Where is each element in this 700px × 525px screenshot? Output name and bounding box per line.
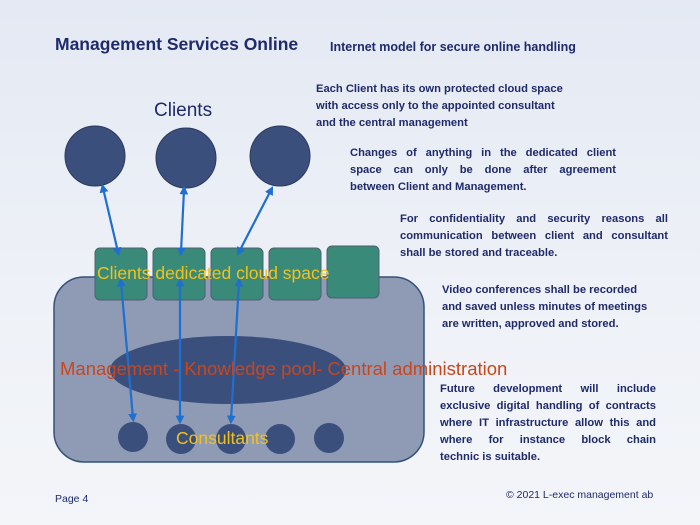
note-line: with access only to the appointed consul… xyxy=(316,100,555,112)
note-line: communication between client and consult… xyxy=(400,230,668,242)
consultant-node xyxy=(166,424,196,454)
page-number: Page 4 xyxy=(55,493,89,505)
cloud-box xyxy=(326,245,380,299)
note-line: shall be stored and traceable. xyxy=(400,247,558,259)
arrow xyxy=(236,186,274,256)
note-confidentiality: For confidentiality and security reasons… xyxy=(400,211,668,262)
note-line: and the central management xyxy=(316,117,468,129)
page-title: Management Services Online xyxy=(55,34,299,54)
consultant-node xyxy=(314,423,344,453)
arrow xyxy=(117,277,137,423)
cloud-box xyxy=(268,247,322,301)
management-label: Management - Knowledge pool- Central adm… xyxy=(60,358,508,379)
client-node xyxy=(249,125,311,187)
client-node xyxy=(155,127,217,189)
note-line: Changes of anything in the dedicated cli… xyxy=(350,147,616,159)
note-line: Video conferences shall be recorded xyxy=(442,284,638,296)
note-line: where for instance block chain xyxy=(440,434,656,446)
consultants-label: Consultants xyxy=(176,428,269,448)
note-line: and saved unless minutes of meetings xyxy=(442,301,648,313)
client-node xyxy=(64,125,126,187)
note-line: between Client and Management. xyxy=(350,181,527,193)
note-line: For confidentiality and security reasons… xyxy=(400,213,668,225)
arrow xyxy=(99,183,122,257)
note-line: Future development will include xyxy=(440,383,656,395)
arrow xyxy=(226,277,244,425)
arrow xyxy=(176,185,189,257)
note-changes: Changes of anything in the dedicated cli… xyxy=(350,145,616,196)
note-video: Video conferences shall be recorded and … xyxy=(442,282,672,333)
note-line: Each Client has its own protected cloud … xyxy=(316,83,563,95)
note-line: are written, approved and stored. xyxy=(442,318,619,330)
note-future: Future development will include exclusiv… xyxy=(440,381,656,466)
note-line: where IT infrastructure allow this and xyxy=(440,417,656,429)
cloud-space-label: Clients dedicated cloud space xyxy=(97,263,330,283)
clients-label: Clients xyxy=(154,100,213,121)
copyright: © 2021 L-exec management ab xyxy=(506,489,654,501)
note-line: space can only be done after agreement xyxy=(350,164,616,176)
consultant-node xyxy=(265,424,295,454)
note-client-space: Each Client has its own protected cloud … xyxy=(316,81,586,132)
consultant-node xyxy=(216,424,246,454)
consultant-node xyxy=(118,422,148,452)
page-subtitle: Internet model for secure online handlin… xyxy=(330,40,576,54)
note-line: technic is suitable. xyxy=(440,451,541,463)
note-line: exclusive digital handling of contracts xyxy=(440,400,656,412)
